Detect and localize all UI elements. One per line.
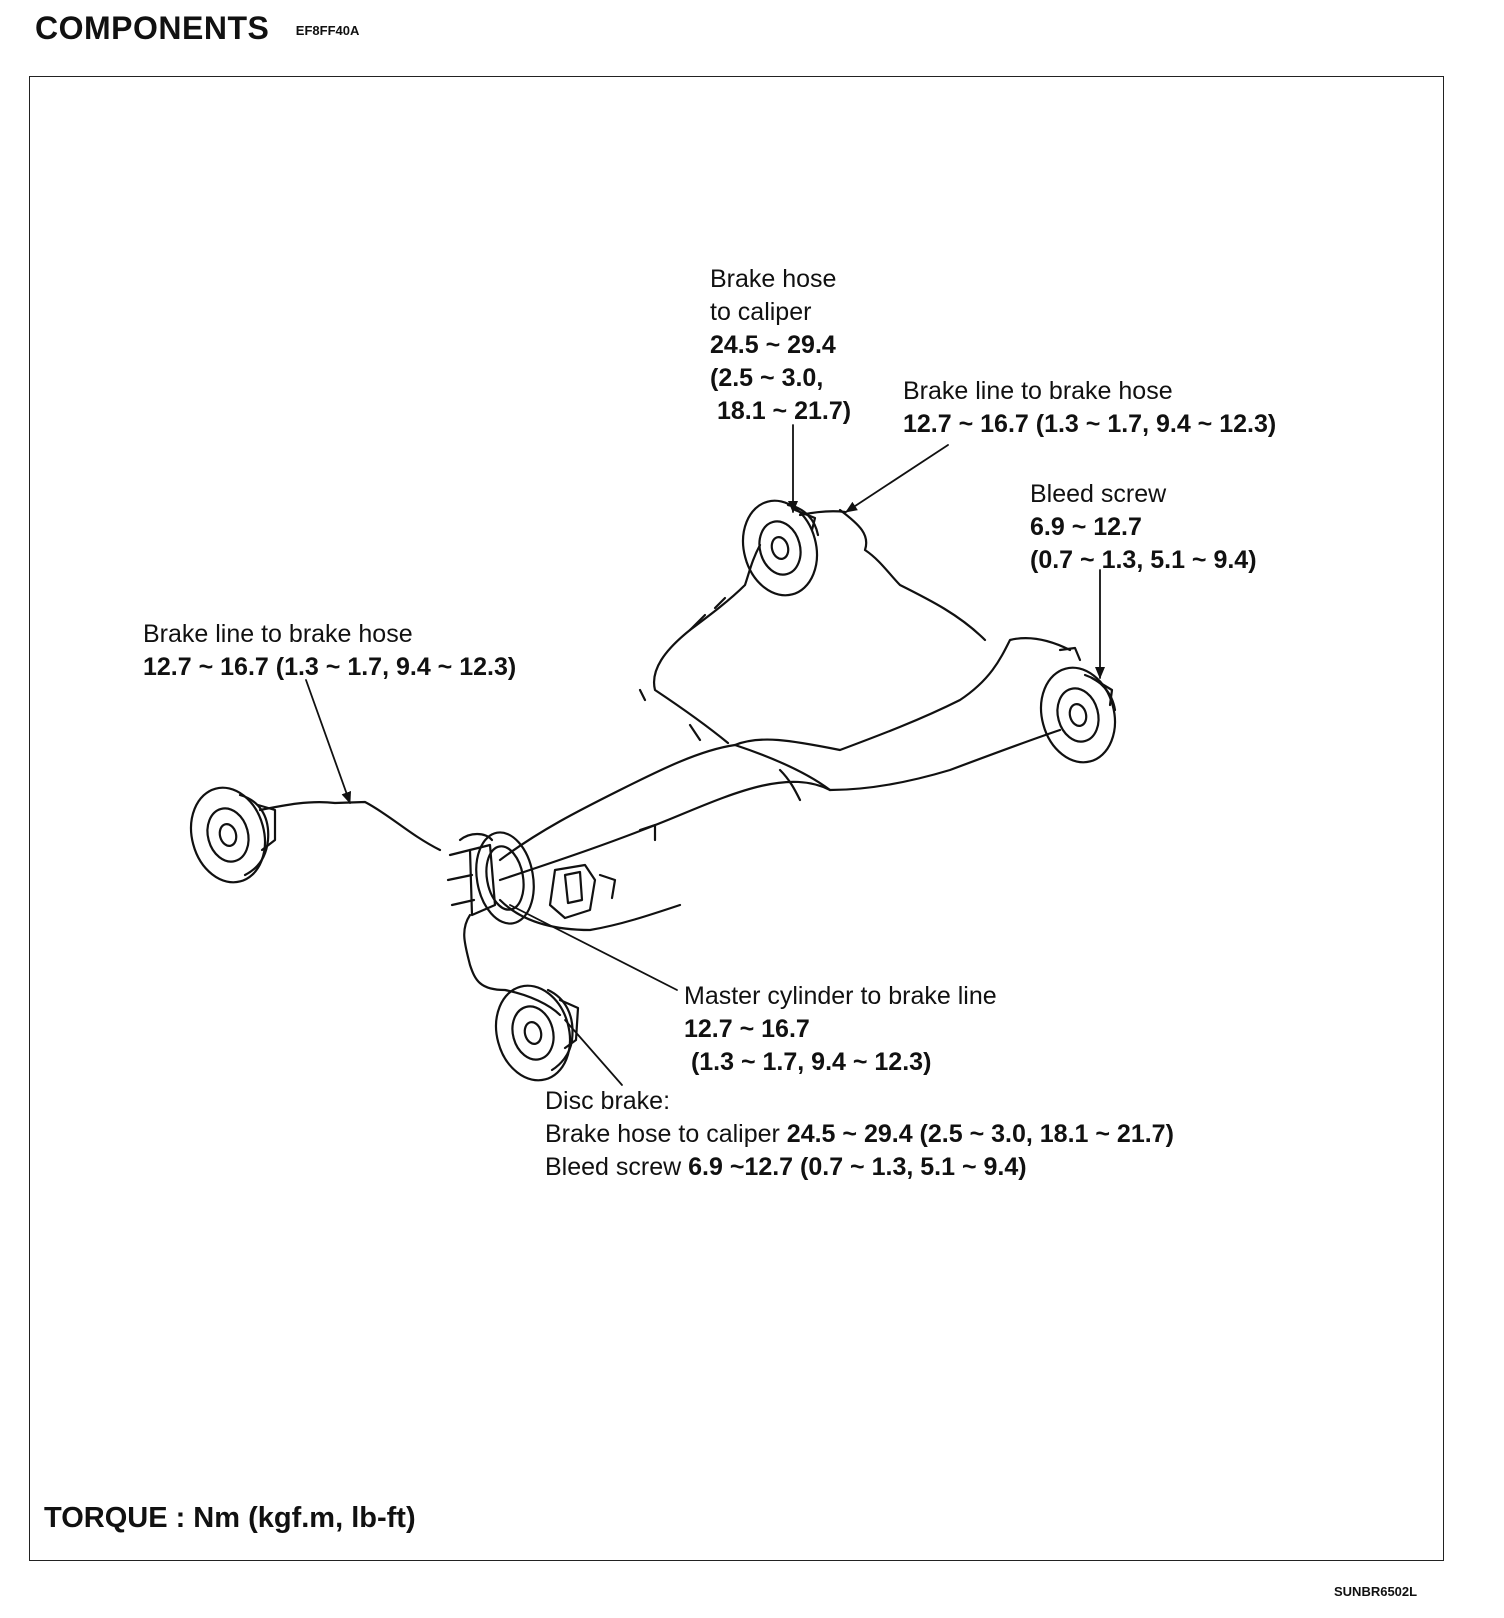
torque-value: 12.7 ~ 16.7 (1.3 ~ 1.7, 9.4 ~ 12.3) — [143, 653, 517, 681]
torque-units-note: TORQUE : Nm (kgf.m, lb-ft) — [44, 1502, 416, 1534]
label-text: Brake hose to caliper — [545, 1120, 787, 1148]
torque-value: 24.5 ~ 29.4 (2.5 ~ 3.0, 18.1 ~ 21.7) — [786, 1120, 1174, 1148]
page-title: COMPONENTS — [35, 10, 270, 46]
torque-value: (0.7 ~ 1.3, 5.1 ~ 9.4) — [1030, 546, 1257, 574]
front-right-disc-brake — [494, 984, 580, 1082]
front-left-disc-brake — [189, 786, 277, 884]
diagram-frame — [29, 76, 1444, 1561]
label-rear-brake-line-to-hose: Brake line to brake hose 12.7 ~ 16.7 (1.… — [903, 375, 1276, 441]
label-line: Brake line to brake hose — [143, 620, 413, 648]
brake-lines — [258, 508, 1072, 1017]
label-line: to caliper — [710, 298, 812, 326]
header: COMPONENTS EF8FF40A — [35, 10, 359, 47]
label-line: Brake hose — [710, 265, 837, 293]
rear-left-disc-brake — [741, 499, 820, 597]
label-master-cylinder-to-brake-line: Master cylinder to brake line 12.7 ~ 16.… — [684, 980, 997, 1079]
label-line: Bleed screw — [1030, 480, 1167, 508]
label-line: Bleed screw 6.9 ~12.7 (0.7 ~ 1.3, 5.1 ~ … — [545, 1151, 1174, 1184]
torque-value: 12.7 ~ 16.7 (1.3 ~ 1.7, 9.4 ~ 12.3) — [903, 410, 1277, 438]
label-line: Disc brake: — [545, 1087, 671, 1115]
label-line: Brake hose to caliper 24.5 ~ 29.4 (2.5 ~… — [545, 1118, 1174, 1151]
master-cylinder-assembly — [446, 831, 535, 925]
torque-value: 6.9 ~12.7 (0.7 ~ 1.3, 5.1 ~ 9.4) — [688, 1153, 1027, 1181]
torque-value: 18.1 ~ 21.7) — [710, 397, 852, 425]
torque-value: 12.7 ~ 16.7 — [684, 1015, 810, 1043]
torque-value: (1.3 ~ 1.7, 9.4 ~ 12.3) — [684, 1048, 932, 1076]
leader-lines — [305, 424, 1105, 1086]
torque-value: (2.5 ~ 3.0, — [710, 364, 824, 392]
figure-code: SUNBR6502L — [1334, 1584, 1418, 1599]
label-line: Brake line to brake hose — [903, 377, 1173, 405]
torque-value: 6.9 ~ 12.7 — [1030, 513, 1142, 541]
rear-right-disc-brake — [1039, 646, 1117, 764]
section-code: EF8FF40A — [295, 23, 360, 38]
label-rear-brake-hose-to-caliper: Brake hose to caliper 24.5 ~ 29.4 (2.5 ~… — [710, 263, 851, 428]
label-bleed-screw: Bleed screw 6.9 ~ 12.7 (0.7 ~ 1.3, 5.1 ~… — [1030, 478, 1257, 577]
label-disc-brake: Disc brake: Brake hose to caliper 24.5 ~… — [545, 1085, 1174, 1184]
torque-value: 24.5 ~ 29.4 — [710, 331, 836, 359]
label-text: Bleed screw — [545, 1153, 689, 1181]
label-line: Master cylinder to brake line — [684, 982, 997, 1010]
label-front-brake-line-to-hose: Brake line to brake hose 12.7 ~ 16.7 (1.… — [143, 618, 516, 684]
abs-unit — [548, 823, 657, 920]
